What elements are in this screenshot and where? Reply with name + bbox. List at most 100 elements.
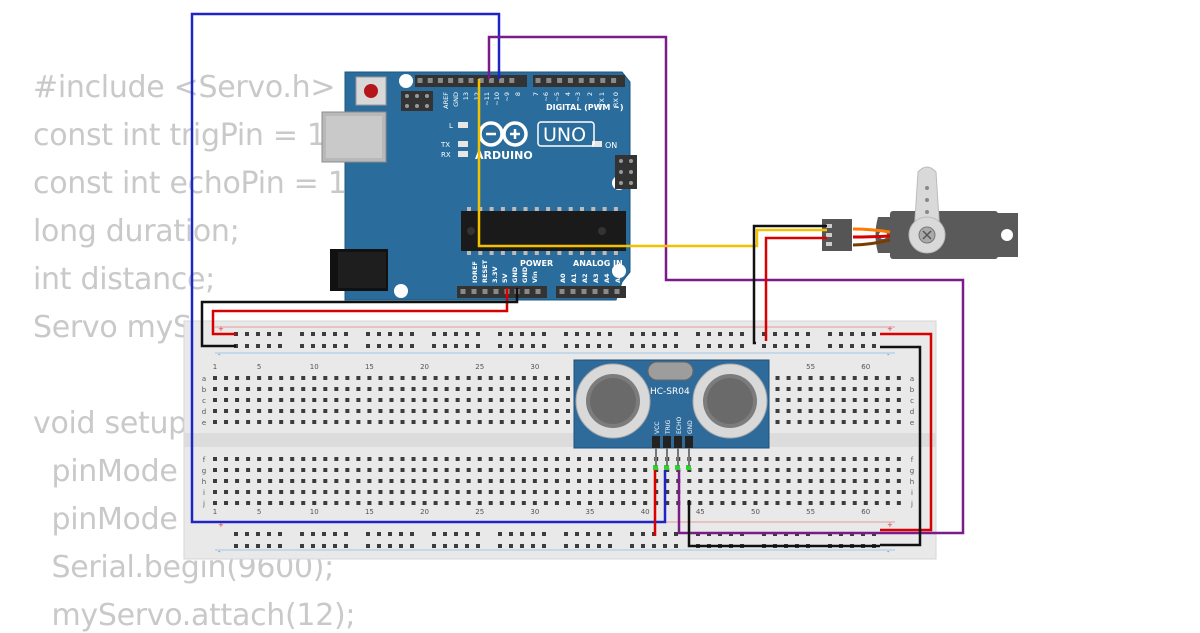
breadboard-hole[interactable] [213, 490, 217, 494]
header-pin[interactable] [460, 289, 466, 294]
breadboard-hole[interactable] [764, 468, 769, 472]
breadboard-hole[interactable] [786, 479, 791, 483]
breadboard-hole[interactable] [400, 376, 405, 380]
rail-hole[interactable] [278, 332, 282, 336]
header-pin[interactable] [499, 78, 505, 83]
breadboard-hole[interactable] [852, 501, 857, 505]
breadboard-hole[interactable] [411, 387, 416, 391]
breadboard-hole[interactable] [841, 376, 846, 380]
breadboard-hole[interactable] [488, 409, 493, 413]
breadboard-hole[interactable] [731, 457, 736, 461]
breadboard-hole[interactable] [356, 376, 361, 380]
breadboard-hole[interactable] [400, 420, 405, 424]
breadboard-hole[interactable] [499, 501, 504, 505]
breadboard-hole[interactable] [257, 420, 262, 424]
breadboard-hole[interactable] [345, 398, 350, 402]
breadboard-hole[interactable] [367, 501, 372, 505]
breadboard-hole[interactable] [532, 376, 537, 380]
rail-hole[interactable] [333, 344, 337, 348]
breadboard-hole[interactable] [290, 479, 295, 483]
breadboard-hole[interactable] [301, 490, 306, 494]
breadboard-hole[interactable] [841, 420, 846, 424]
rail-hole[interactable] [476, 544, 480, 548]
breadboard-hole[interactable] [323, 468, 328, 472]
breadboard-hole[interactable] [896, 468, 901, 472]
breadboard-hole[interactable] [400, 501, 405, 505]
breadboard-hole[interactable] [543, 398, 548, 402]
breadboard-hole[interactable] [731, 501, 736, 505]
rail-hole[interactable] [278, 532, 282, 536]
breadboard-hole[interactable] [819, 409, 824, 413]
breadboard-hole[interactable] [643, 490, 648, 494]
breadboard-hole[interactable] [621, 490, 626, 494]
breadboard-hole[interactable] [411, 409, 416, 413]
header-pin[interactable] [488, 78, 494, 83]
header-pin[interactable] [592, 289, 598, 294]
header-pin[interactable] [570, 289, 576, 294]
breadboard-hole[interactable] [764, 479, 769, 483]
breadboard-hole[interactable] [687, 490, 692, 494]
breadboard-hole[interactable] [224, 409, 229, 413]
breadboard-hole[interactable] [488, 387, 493, 391]
breadboard-hole[interactable] [367, 479, 372, 483]
breadboard-hole[interactable] [532, 387, 537, 391]
breadboard-hole[interactable] [852, 376, 857, 380]
breadboard-hole[interactable] [698, 457, 703, 461]
breadboard-hole[interactable] [257, 479, 262, 483]
breadboard-hole[interactable] [345, 490, 350, 494]
breadboard-hole[interactable] [521, 501, 526, 505]
breadboard-hole[interactable] [885, 501, 890, 505]
breadboard-hole[interactable] [786, 457, 791, 461]
rail-hole[interactable] [234, 544, 238, 548]
rail-hole[interactable] [663, 532, 667, 536]
breadboard-hole[interactable] [665, 479, 670, 483]
breadboard-hole[interactable] [521, 409, 526, 413]
breadboard-hole[interactable] [213, 398, 217, 402]
breadboard-hole[interactable] [532, 409, 537, 413]
rail-hole[interactable] [333, 532, 337, 536]
breadboard-hole[interactable] [830, 490, 835, 494]
breadboard-hole[interactable] [874, 490, 879, 494]
rail-hole[interactable] [454, 532, 458, 536]
breadboard-hole[interactable] [698, 468, 703, 472]
breadboard-hole[interactable] [632, 468, 637, 472]
rail-hole[interactable] [707, 332, 711, 336]
breadboard-hole[interactable] [852, 490, 857, 494]
rail-hole[interactable] [256, 532, 260, 536]
breadboard-hole[interactable] [312, 479, 317, 483]
breadboard-hole[interactable] [312, 409, 317, 413]
breadboard-hole[interactable] [235, 468, 240, 472]
breadboard-hole[interactable] [356, 409, 361, 413]
breadboard-hole[interactable] [863, 376, 868, 380]
breadboard-hole[interactable] [246, 490, 251, 494]
breadboard-hole[interactable] [257, 457, 262, 461]
breadboard-hole[interactable] [301, 457, 306, 461]
header-pin[interactable] [535, 289, 541, 294]
breadboard-hole[interactable] [224, 501, 229, 505]
breadboard-hole[interactable] [257, 398, 262, 402]
rail-hole[interactable] [597, 532, 601, 536]
rail-hole[interactable] [575, 544, 579, 548]
breadboard-hole[interactable] [764, 501, 769, 505]
rail-hole[interactable] [839, 344, 843, 348]
breadboard-hole[interactable] [257, 468, 262, 472]
wire-red-rail-jumper[interactable] [880, 332, 933, 532]
header-pin[interactable] [581, 289, 587, 294]
rail-hole[interactable] [267, 344, 271, 348]
breadboard-hole[interactable] [643, 501, 648, 505]
breadboard-hole[interactable] [720, 479, 725, 483]
breadboard-hole[interactable] [466, 479, 471, 483]
breadboard-hole[interactable] [411, 420, 416, 424]
breadboard-hole[interactable] [632, 457, 637, 461]
rail-hole[interactable] [388, 544, 392, 548]
breadboard-hole[interactable] [213, 409, 217, 413]
breadboard-hole[interactable] [521, 479, 526, 483]
breadboard-hole[interactable] [455, 479, 460, 483]
rail-hole[interactable] [586, 532, 590, 536]
breadboard-hole[interactable] [532, 457, 537, 461]
breadboard-hole[interactable] [378, 387, 383, 391]
rail-hole[interactable] [575, 344, 579, 348]
breadboard-hole[interactable] [819, 420, 824, 424]
